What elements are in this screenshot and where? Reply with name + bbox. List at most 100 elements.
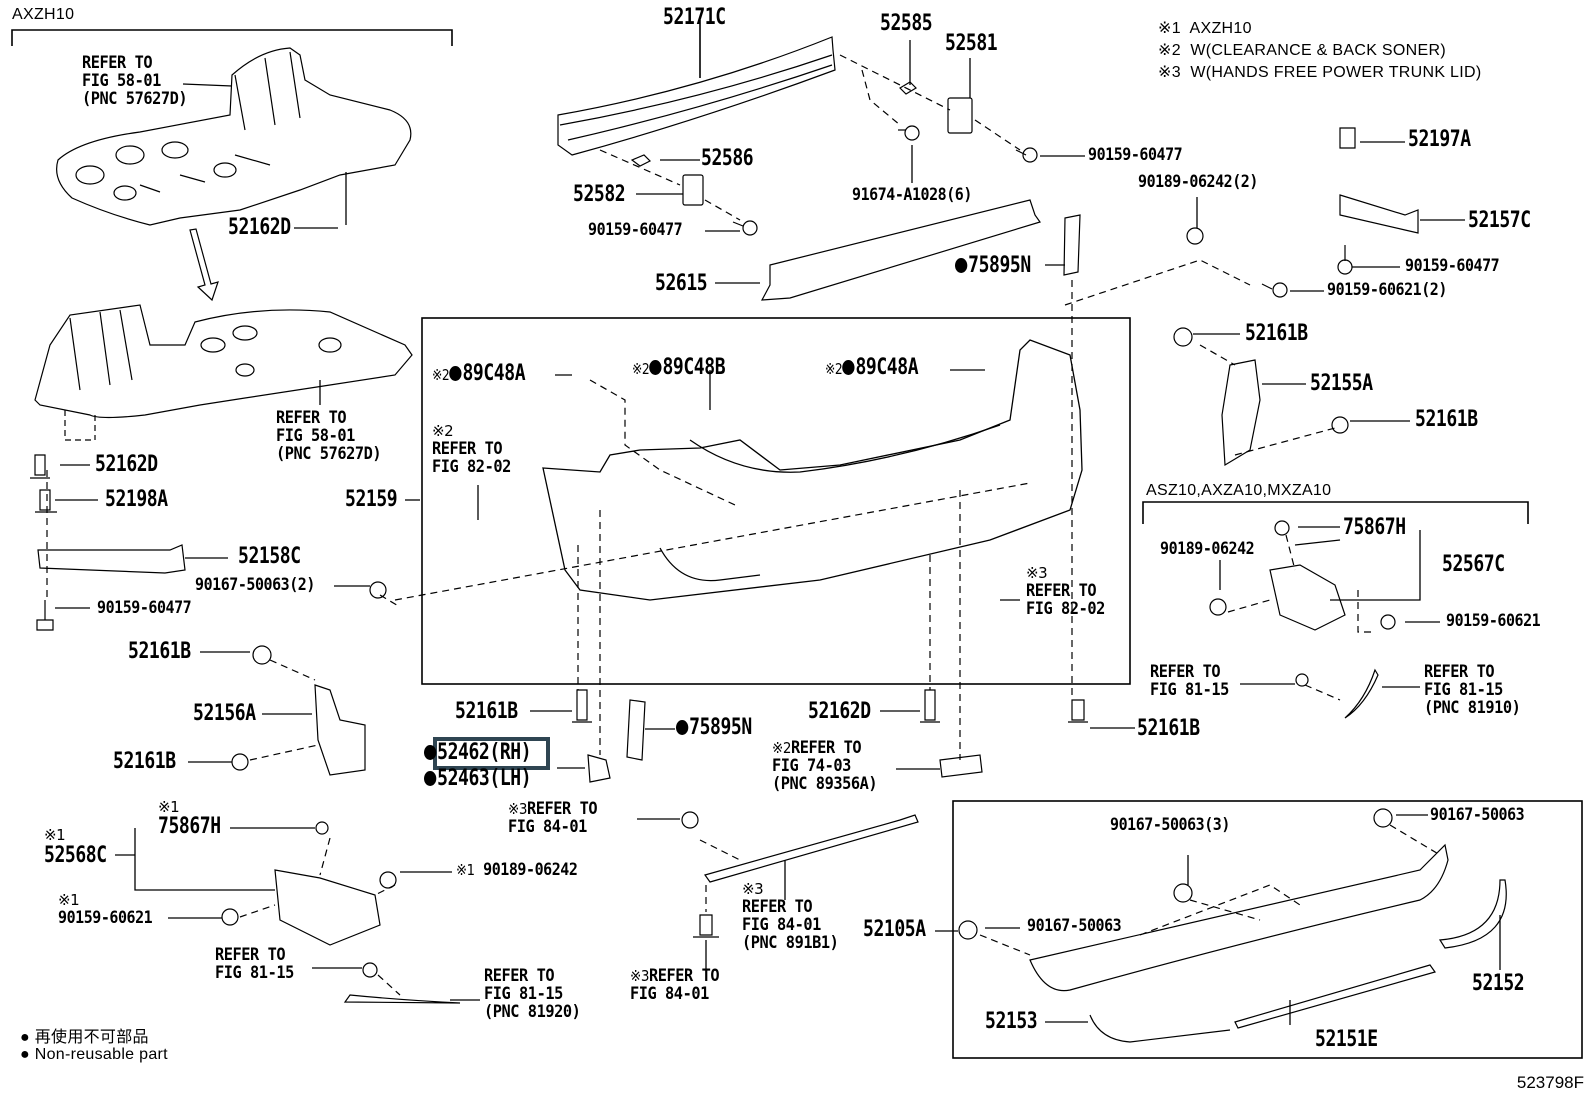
part-label-52158C[interactable]: 52158C — [238, 544, 301, 569]
part-label-52151E[interactable]: 52151E — [1315, 1027, 1378, 1052]
non-reusable-dot-icon — [449, 366, 462, 381]
part-label-52615[interactable]: 52615 — [655, 271, 708, 296]
footnote-mark: ※2 — [825, 360, 843, 378]
refer-to-fig-58-01-top[interactable]: REFER TO FIG 58-01 (PNC 57627D) — [82, 53, 188, 109]
part-label-52153[interactable]: 52153 — [985, 1009, 1038, 1034]
part-label-52463-lh[interactable]: 52463(LH) — [424, 767, 532, 790]
part-label-91674-A1028[interactable]: 91674-A1028(6) — [852, 185, 972, 205]
non-reusable-dot-icon: ● — [20, 1046, 30, 1063]
part-label-89C48A-right[interactable]: ※2 89C48A — [825, 355, 919, 380]
part-label-90189-06242[interactable]: 90189-06242 — [1160, 539, 1255, 559]
part-label-52161B[interactable]: 52161B — [128, 639, 191, 664]
part-label-52162D[interactable]: 52162D — [808, 699, 871, 724]
part-label-90167-50063[interactable]: 90167-50063 — [1027, 916, 1122, 936]
refer-to-fig-82-02-left[interactable]: REFER TO FIG 82-02 — [432, 439, 511, 477]
asz10-group-bracket — [1142, 501, 1529, 524]
reference-text: REFER TO FIG 84-01 — [508, 799, 598, 837]
part-label-52586[interactable]: 52586 — [701, 146, 754, 171]
part-label-90159-60621[interactable]: 90159-60621 — [58, 908, 153, 928]
part-label-52157C[interactable]: 52157C — [1468, 208, 1531, 233]
note-3: ※3 W(HANDS FREE POWER TRUNK LID) — [1158, 62, 1482, 82]
part-label-75895N[interactable]: 75895N — [676, 716, 752, 739]
note-2: ※2 W(CLEARANCE & BACK SONER) — [1158, 40, 1446, 60]
part-label-52567C[interactable]: 52567C — [1442, 552, 1505, 577]
part-label-90189-06242[interactable]: 90189-06242(2) — [1138, 172, 1258, 192]
part-label-52161B[interactable]: 52161B — [1137, 716, 1200, 741]
part-label-52152[interactable]: 52152 — [1472, 971, 1525, 996]
part-label-52161B[interactable]: 52161B — [1245, 321, 1308, 346]
part-label-52105A[interactable]: 52105A — [863, 917, 926, 942]
part-label-90167-50063[interactable]: 90167-50063(2) — [195, 575, 315, 595]
refer-to-fig-81-15-right[interactable]: REFER TO FIG 81-15 — [1150, 662, 1229, 700]
legend-item-non-reusable-jp: ● 再使用不可部品 — [20, 1023, 149, 1047]
non-reusable-dot-icon — [676, 720, 689, 735]
part-label-52156A[interactable]: 52156A — [193, 701, 256, 726]
footnote-mark: ※2 — [772, 739, 792, 757]
part-label-90159-60477[interactable]: 90159-60477 — [588, 220, 683, 240]
footnote-mark: ※2 — [432, 422, 454, 440]
part-label-52585[interactable]: 52585 — [880, 11, 933, 36]
part-label-75867H[interactable]: 75867H — [1343, 515, 1406, 540]
part-label-52568C[interactable]: 52568C — [44, 843, 107, 868]
part-number: 89C48A — [855, 355, 919, 380]
footnote-mark: ※2 — [632, 360, 650, 378]
group-label-asz10: ASZ10,AXZA10,MXZA10 — [1146, 482, 1332, 499]
non-reusable-dot-icon: ● — [20, 1029, 30, 1046]
part-label-52197A[interactable]: 52197A — [1408, 127, 1471, 152]
reference-text: REFER TO FIG 74-03 (PNC 89356A) — [772, 738, 878, 794]
part-label-52161B[interactable]: 52161B — [455, 699, 518, 724]
part-label-52581[interactable]: 52581 — [945, 31, 998, 56]
part-label-52161B[interactable]: 52161B — [113, 749, 176, 774]
fastener-icons — [30, 81, 1507, 1043]
refer-to-fig-82-02-right[interactable]: REFER TO FIG 82-02 — [1026, 581, 1105, 619]
part-label-90167-50063[interactable]: 90167-50063 — [1430, 805, 1525, 825]
part-label-52582[interactable]: 52582 — [573, 182, 626, 207]
part-label-52198A[interactable]: 52198A — [105, 487, 168, 512]
bumper-cover — [542, 339, 1083, 601]
non-reusable-dot-icon — [842, 360, 855, 375]
part-label-90159-60477[interactable]: 90159-60477 — [97, 598, 192, 618]
refer-to-fig-74-03[interactable]: ※2REFER TO FIG 74-03 (PNC 89356A) — [772, 738, 878, 794]
non-reusable-dot-icon — [424, 745, 437, 760]
note-2-text: W(CLEARANCE & BACK SONER) — [1190, 42, 1446, 59]
footnote-mark: ※2 — [432, 366, 450, 384]
part-number: 75895N — [968, 253, 1031, 278]
part-label-52161B[interactable]: 52161B — [1415, 407, 1478, 432]
note-3-text: W(HANDS FREE POWER TRUNK LID) — [1190, 64, 1482, 81]
refer-to-fig-81-15-pnc-81910[interactable]: REFER TO FIG 81-15 (PNC 81910) — [1424, 662, 1521, 718]
footnote-mark: ※1 — [58, 891, 80, 909]
refer-to-fig-84-01-a[interactable]: ※3REFER TO FIG 84-01 — [508, 799, 598, 837]
part-label-52162D[interactable]: 52162D — [95, 452, 158, 477]
part-label-52171C[interactable]: 52171C — [663, 5, 726, 30]
part-label-90159-60477[interactable]: 90159-60477 — [1405, 256, 1500, 276]
part-label-90159-60621[interactable]: 90159-60621(2) — [1327, 280, 1447, 300]
footnote-mark: ※3 — [742, 880, 764, 898]
part-label-75867H[interactable]: 75867H — [158, 814, 221, 839]
engine-under-cover-top — [56, 47, 412, 226]
refer-to-fig-84-01-pnc-891B1[interactable]: REFER TO FIG 84-01 (PNC 891B1) — [742, 897, 839, 953]
part-label-52159[interactable]: 52159 — [345, 487, 398, 512]
lower-spoiler-frame — [952, 800, 1583, 1059]
part-label-52162D[interactable]: 52162D — [228, 215, 291, 240]
footnote-mark: ※3 — [1026, 564, 1048, 582]
refer-to-fig-84-01-c[interactable]: ※3REFER TO FIG 84-01 — [630, 967, 720, 1004]
non-reusable-dot-icon — [424, 771, 437, 786]
refer-to-fig-81-15-left[interactable]: REFER TO FIG 81-15 — [215, 945, 294, 983]
part-number: 75895N — [689, 715, 752, 740]
leader-lines — [55, 40, 1501, 1025]
refer-to-fig-58-01-mid[interactable]: REFER TO FIG 58-01 (PNC 57627D) — [276, 408, 382, 464]
part-label-90159-60621[interactable]: 90159-60621 — [1446, 611, 1541, 631]
refer-to-fig-81-15-pnc-81920[interactable]: REFER TO FIG 81-15 (PNC 81920) — [484, 966, 581, 1022]
part-label-90189-06242[interactable]: ※1 90189-06242 — [456, 861, 578, 880]
part-label-75895N[interactable]: 75895N — [955, 254, 1031, 277]
part-label-89C48A-left[interactable]: ※2 89C48A — [432, 361, 526, 386]
part-label-90167-50063[interactable]: 90167-50063(3) — [1110, 815, 1230, 835]
part-number: 89C48A — [462, 361, 526, 386]
part-label-90159-60477[interactable]: 90159-60477 — [1088, 145, 1183, 165]
part-number: 52462(RH) — [437, 740, 532, 765]
footnote-mark: ※3 — [630, 967, 650, 985]
part-label-52155A[interactable]: 52155A — [1310, 371, 1373, 396]
part-label-52462-rh[interactable]: 52462(RH) — [424, 740, 532, 765]
